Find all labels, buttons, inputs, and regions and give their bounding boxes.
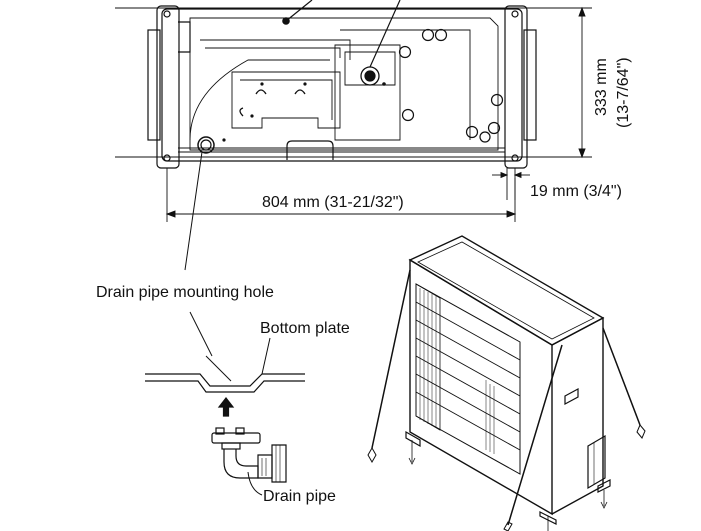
bottom-plate-section <box>145 311 305 393</box>
height-dimension-mm-label: 333 mm <box>593 58 610 116</box>
up-arrow-icon <box>217 397 235 417</box>
outdoor-unit-isometric <box>367 235 646 531</box>
bottom-plate-label: Bottom plate <box>260 320 350 337</box>
width-dimension-label: 804 mm (31-21/32") <box>262 194 404 211</box>
drain-hole-label: Drain pipe mounting hole <box>96 284 274 301</box>
offset-dimension-label: 19 mm (3/4") <box>530 183 622 200</box>
height-dimension <box>527 6 592 159</box>
offset-dimension <box>492 168 530 200</box>
bottom-plate-top-view <box>115 0 585 271</box>
drain-pipe-label: Drain pipe <box>263 488 336 505</box>
height-dimension-inch-label: (13-7/64") <box>615 57 632 128</box>
drain-pipe-drawing <box>211 427 287 496</box>
